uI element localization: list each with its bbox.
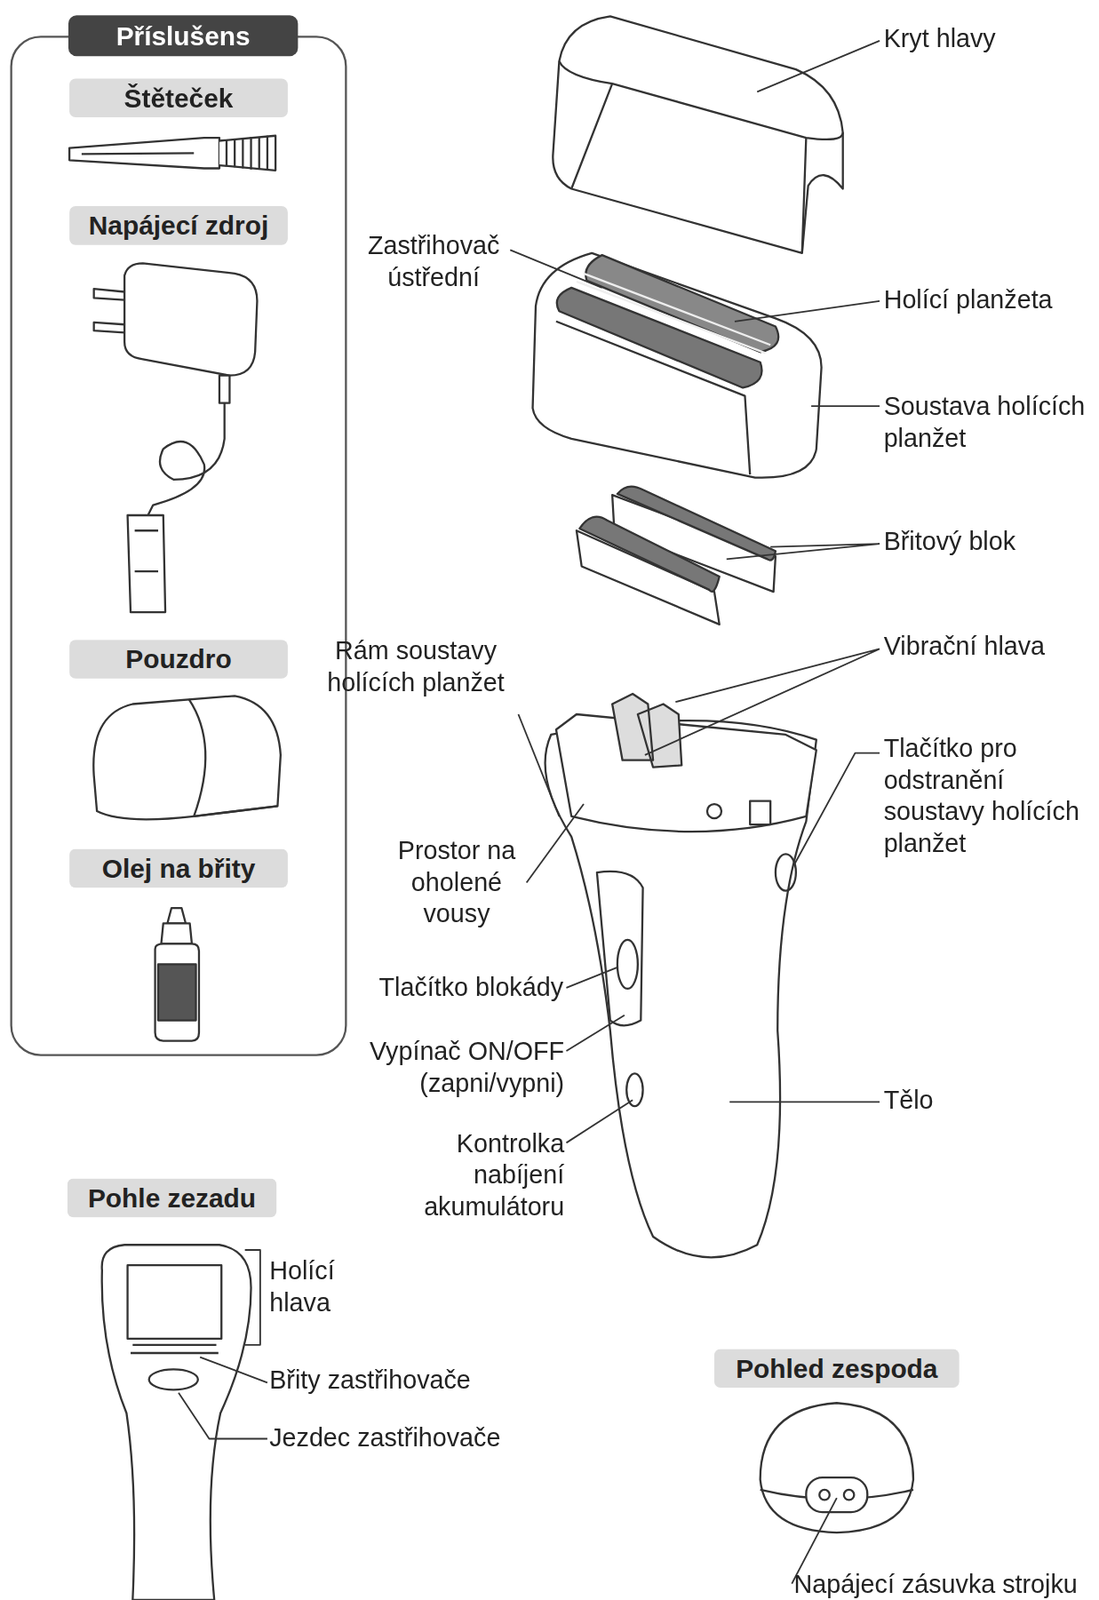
part-label: Prostor na oholené vousy [387, 835, 526, 931]
band-label: Pouzdro [69, 639, 288, 679]
part-label: Břitový blok [883, 525, 1099, 558]
section-band: Olej na břity [69, 849, 288, 889]
part-label: Vypínač ON/OFF (zapni/vypni) [342, 1035, 565, 1099]
part-label: Tělo [883, 1084, 1037, 1117]
band-label: Pohle zezadu [67, 1178, 277, 1219]
part-label: Zastřihovač ústřední [357, 229, 510, 293]
part-label: Holící hlava [269, 1255, 361, 1319]
part-label: Kryt hlavy [883, 22, 1089, 55]
view-band: Pohled zespoda [714, 1348, 960, 1388]
part-label: Tlačítko pro odstranění soustavy holícíc… [883, 732, 1099, 860]
shaver-body-drawing [545, 693, 817, 1258]
pouch-drawing [93, 695, 281, 820]
section-band: Pouzdro [69, 639, 288, 679]
part-label: Kontrolka nabíjení akumulátoru [400, 1127, 565, 1223]
band-label: Napájecí zdroj [69, 206, 288, 246]
band-label: Pohled zespoda [714, 1348, 960, 1388]
part-label: Jezdec zastřihovače [269, 1421, 535, 1454]
accessory-panel: PříslušensŠtětečekNapájecí zdrojPouzdroO… [9, 35, 347, 1057]
back-view-drawing [102, 1244, 252, 1600]
part-label: Rám soustavy holících planžet [316, 634, 516, 698]
part-label: Břity zastřihovače [269, 1364, 535, 1397]
blade-block-drawing [576, 486, 776, 625]
panel-heading: Příslušens [68, 15, 298, 56]
foil-assembly-drawing [533, 253, 822, 478]
power-supply-drawing [94, 262, 258, 613]
bottom-view-drawing [760, 1402, 914, 1533]
head-cover-drawing [552, 15, 843, 253]
part-label: Vibrační hlava [883, 630, 1099, 663]
view-band: Pohle zezadu [67, 1178, 277, 1219]
part-label: Napájecí zásuvka strojku [794, 1568, 1099, 1600]
brush-drawing [69, 135, 276, 171]
part-label: Holící planžeta [883, 283, 1099, 316]
section-band: Napájecí zdroj [69, 206, 288, 246]
band-label: Olej na břity [69, 849, 288, 889]
band-label: Štěteček [69, 78, 288, 118]
part-label: Soustava holících planžet [883, 390, 1099, 454]
part-label: Tlačítko blokády [306, 971, 564, 1004]
section-band: Štěteček [69, 78, 288, 118]
oil-bottle-drawing [155, 907, 200, 1041]
